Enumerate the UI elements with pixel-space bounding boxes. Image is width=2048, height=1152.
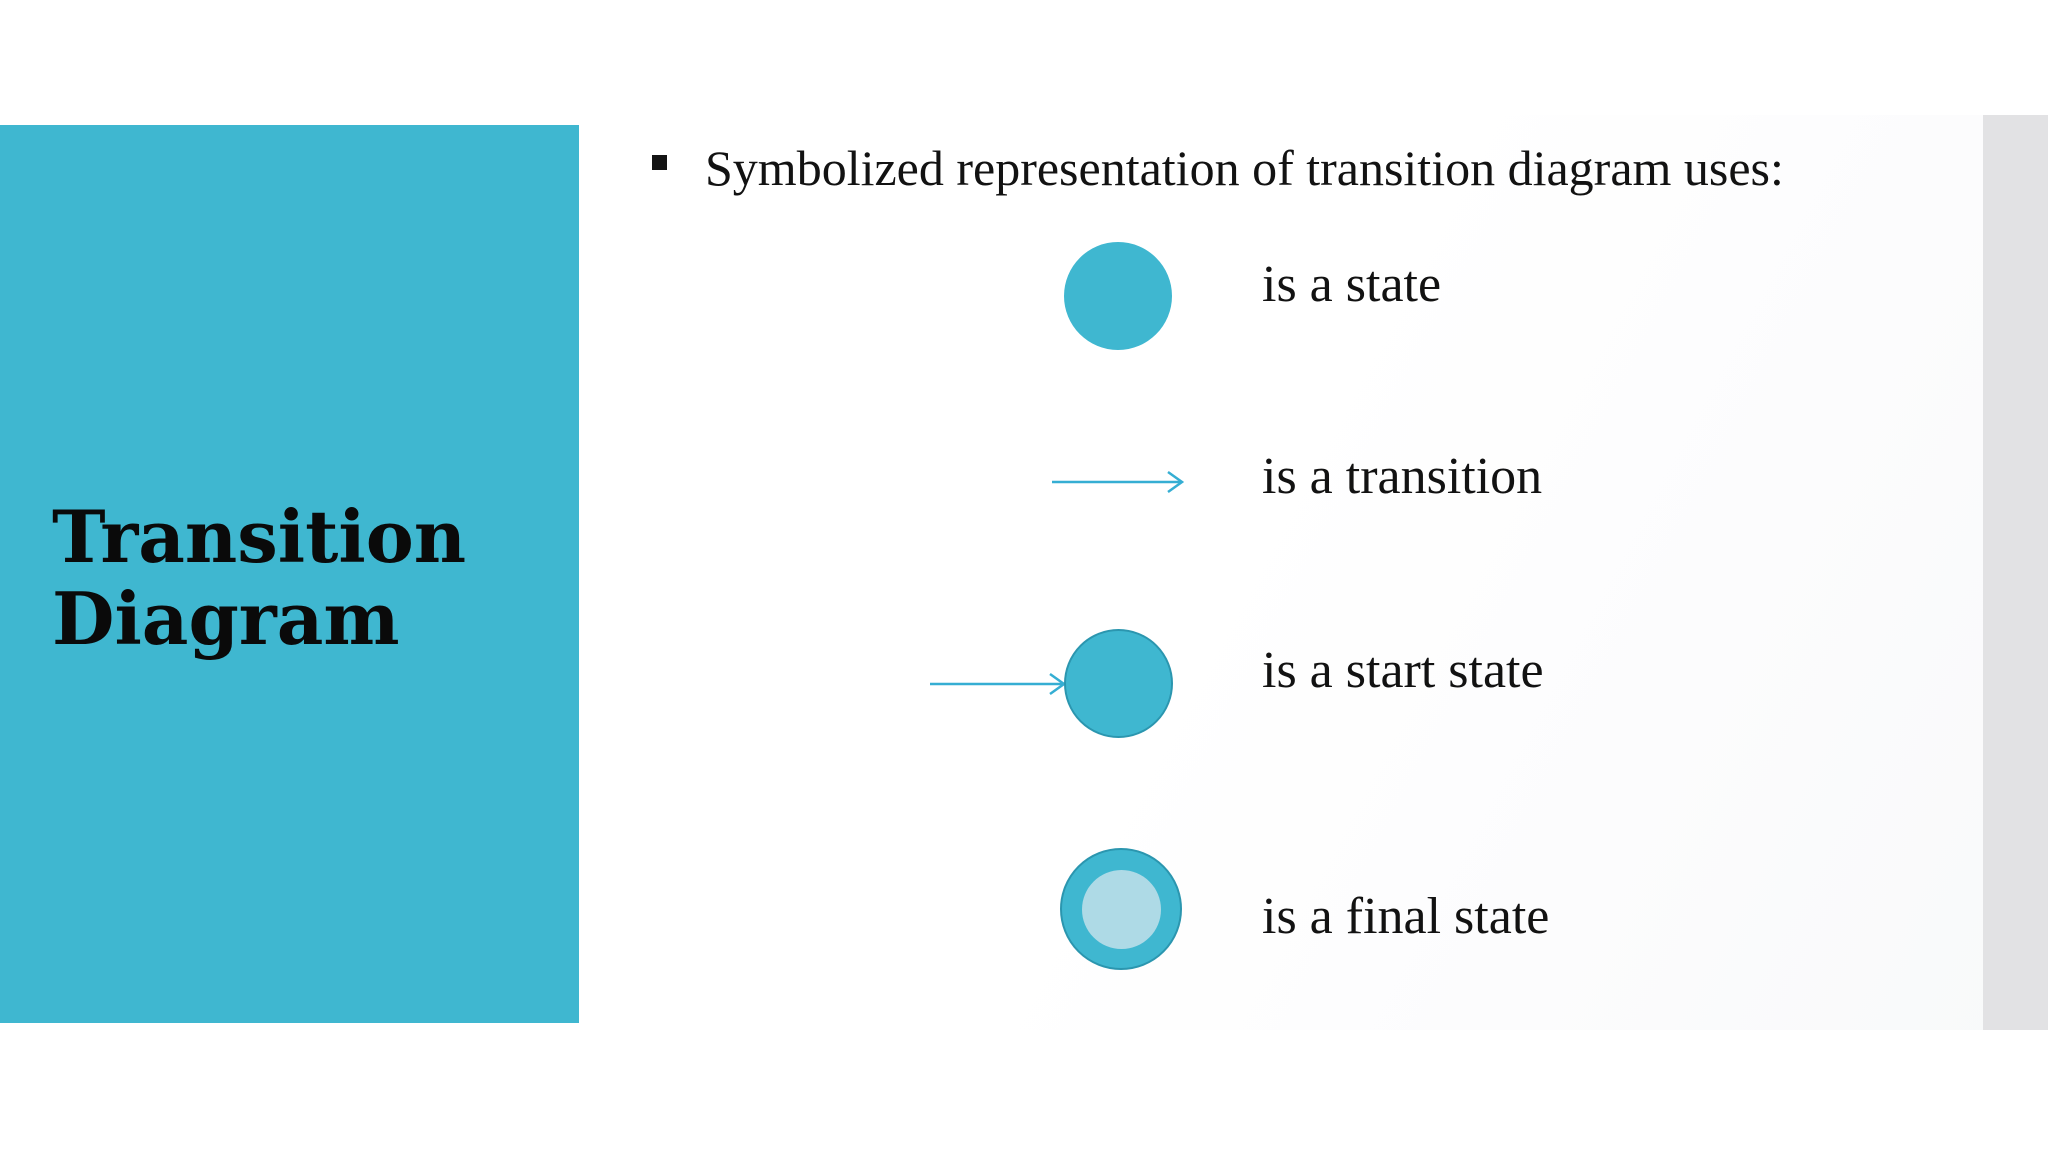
legend-label-final-state: is a final state [1262,888,1550,945]
legend-label-start-state: is a start state [1262,642,1544,699]
bullet-text: Symbolized representation of transition … [705,140,1784,196]
bullet-square-icon [652,155,667,170]
transition-arrow-icon [1052,470,1185,494]
start-state-circle-icon [1064,629,1173,738]
page-title-line2: Diagram [52,576,400,661]
title-panel: Transition Diagram [0,125,579,1023]
legend-label-state: is a state [1262,256,1442,313]
start-state-arrow-icon [930,672,1066,696]
page-title: Transition Diagram [52,496,466,660]
page-title-line1: Transition [52,494,467,579]
state-circle-icon [1064,242,1172,350]
right-edge-bar [1983,115,2048,1030]
final-state-inner-circle-icon [1081,869,1161,949]
legend-label-transition: is a transition [1262,448,1543,505]
final-state-outer-circle-icon [1060,848,1182,970]
content-background [579,115,2048,1030]
